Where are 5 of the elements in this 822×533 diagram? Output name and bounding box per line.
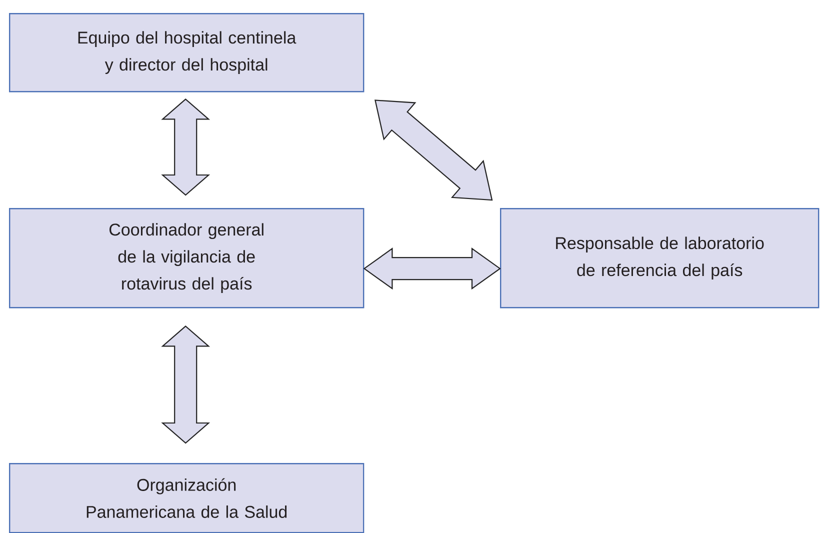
process-box: Equipo del hospital centinela y director del hospital	[9, 13, 364, 92]
process-box: Organización Panamericana de la Salud	[9, 463, 364, 533]
double-arrow	[374, 100, 493, 201]
process-box: Responsable de laboratorio de referencia del país	[500, 208, 820, 308]
process-box: Coordinador general de la vigilancia de rotavirus del país	[9, 208, 364, 308]
